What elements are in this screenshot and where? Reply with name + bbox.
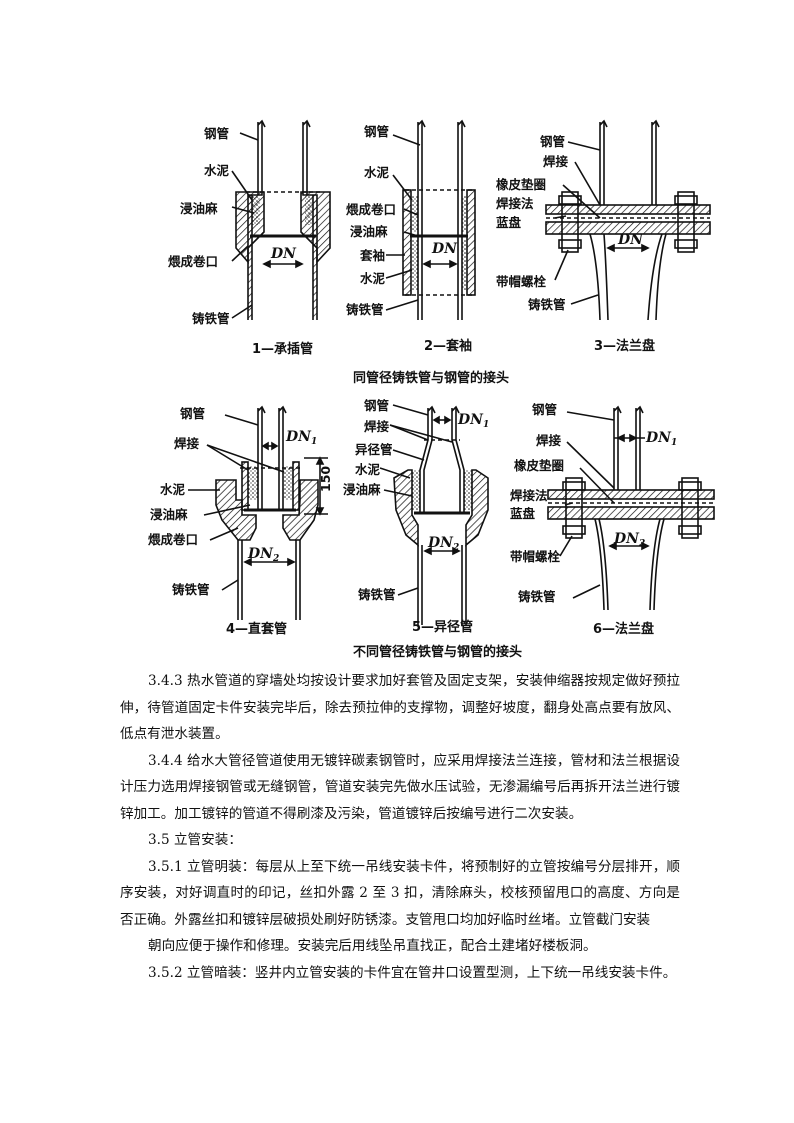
d4-caption: 4—直套管 — [226, 621, 287, 637]
d3-label-steel-pipe: 钢管 — [540, 134, 565, 149]
d1-label-steel-pipe: 钢管 — [204, 126, 229, 141]
para-3-5-1: 3.5.1 立管明装：每层从上至下统一吊线安装卡件，将预制好的立管按编号分层排开… — [120, 858, 680, 928]
d5-label-cement: 水泥 — [355, 462, 381, 477]
pipe-joint-figure: 钢管 水泥 浸油麻 煨成卷口 铸铁管 DN 1—承插管 钢管 水泥 煨成卷口 浸… — [148, 119, 715, 660]
d1-label-rolled-lip: 煨成卷口 — [168, 254, 218, 269]
d5-label-weld: 焊接 — [364, 419, 390, 434]
d3-label-weld: 焊接 — [543, 154, 569, 169]
d1-dn: DN — [270, 246, 297, 262]
d4-label-cast-iron: 铸铁管 — [172, 582, 210, 597]
d6-label-cap-bolt: 带帽螺栓 — [510, 549, 561, 564]
d2-caption: 2—套袖 — [424, 338, 472, 354]
d6-label-weld-flange: 焊接法 — [510, 488, 548, 503]
row1-caption: 同管径铸铁管与钢管的接头 — [353, 370, 509, 386]
d3-dn: DN — [617, 232, 644, 248]
d1-label-oiled-hemp: 浸油麻 — [180, 201, 218, 216]
d5-dn2: DN2 — [427, 535, 459, 553]
para-3-4-4: 3.4.4 给水大管径管道使用无镀锌碳素钢管时，应采用焊接法兰连接，管材和法兰根… — [120, 752, 680, 822]
d6-label-weld: 焊接 — [536, 433, 562, 448]
d1-label-cast-iron: 铸铁管 — [192, 311, 230, 326]
d4-dn2: DN2 — [247, 546, 279, 564]
d4-label-weld: 焊接 — [174, 436, 200, 451]
d4-label-oiled-hemp: 浸油麻 — [150, 507, 188, 522]
d4-label-cement: 水泥 — [160, 482, 186, 497]
diagram-4-straight-sleeve — [188, 405, 328, 620]
d3-label-rubber-gasket: 橡皮垫圈 — [496, 177, 546, 192]
d2-label-cement-2: 水泥 — [360, 271, 386, 286]
d6-label-steel-pipe: 钢管 — [532, 402, 557, 417]
d5-caption: 5—异径管 — [412, 619, 473, 635]
d2-dn: DN — [431, 241, 458, 257]
d6-label-rubber-gasket: 橡皮垫圈 — [514, 458, 564, 473]
d2-label-steel-pipe: 钢管 — [364, 124, 389, 139]
diagram-3-flange-joint — [545, 119, 711, 321]
diagram-2-sleeve-joint — [385, 119, 476, 320]
d3-label-cap-bolt: 带帽螺栓 — [496, 274, 547, 289]
d6-label-plate: 蓝盘 — [510, 506, 536, 521]
d6-dn1: DN1 — [645, 430, 677, 448]
d3-label-weld-flange: 焊接法 — [496, 196, 534, 211]
para-3-5: 3.5 立管安装： — [148, 832, 242, 848]
d6-label-cast-iron: 铸铁管 — [518, 589, 556, 604]
d5-label-cast-iron: 铸铁管 — [358, 587, 396, 602]
d5-label-oiled-hemp: 浸油麻 — [343, 482, 381, 497]
d2-label-cast-iron: 铸铁管 — [346, 302, 384, 317]
body-text: 3.4.3 热水管道的穿墙处均按设计要求加好套管及固定支架，安装伸缩器按规定做好… — [120, 668, 680, 986]
d4-label-steel-pipe: 钢管 — [180, 406, 205, 421]
para-3-5-1-cont: 朝向应便于操作和修理。安装完后用线坠吊直找正，配合土建堵好楼板洞。 — [148, 938, 597, 954]
d3-caption: 3—法兰盘 — [594, 338, 655, 354]
d3-label-plate: 蓝盘 — [496, 215, 522, 230]
d4-label-rolled-lip: 煨成卷口 — [148, 532, 198, 547]
d3-label-cast-iron: 铸铁管 — [528, 297, 566, 312]
d2-label-cement: 水泥 — [364, 165, 390, 180]
d1-label-cement: 水泥 — [204, 163, 230, 178]
diagram-5-reducer — [379, 404, 489, 625]
diagram-1-socket-joint — [231, 119, 331, 320]
d4-dn1: DN1 — [285, 429, 317, 447]
d5-label-steel-pipe: 钢管 — [364, 398, 389, 413]
d5-label-reducer: 异径管 — [355, 442, 393, 457]
d2-label-rolled-lip: 煨成卷口 — [346, 202, 396, 217]
para-3-4-3: 3.4.3 热水管道的穿墙处均按设计要求加好套管及固定支架，安装伸缩器按规定做好… — [120, 673, 680, 742]
d4-dimension-150: 150 — [318, 466, 333, 492]
d2-label-sleeve: 套袖 — [359, 248, 385, 263]
d6-dn2: DN2 — [613, 531, 645, 549]
d2-label-oiled-hemp: 浸油麻 — [350, 224, 388, 239]
row2-caption: 不同管径铸铁管与钢管的接头 — [353, 644, 522, 660]
para-3-5-2: 3.5.2 立管暗装：竖井内立管安装的卡件宜在管井口设置型测，上下统一吊线安装卡… — [148, 964, 677, 981]
diagram-6-flange-joint — [547, 405, 715, 611]
d5-dn1: DN1 — [457, 412, 489, 430]
d1-caption: 1—承插管 — [252, 341, 313, 357]
d6-caption: 6—法兰盘 — [593, 621, 654, 637]
